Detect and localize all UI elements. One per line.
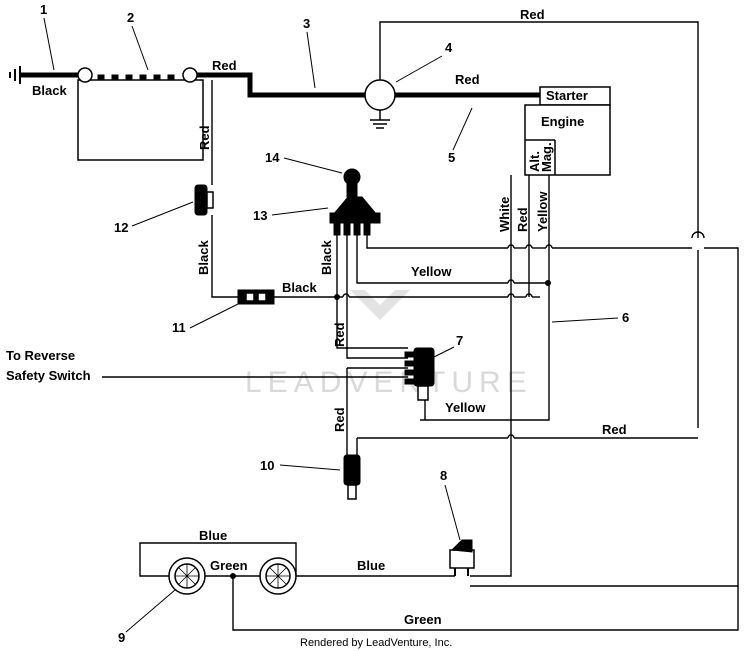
label-reverse-line1: To Reverse — [6, 348, 75, 363]
label-black-battery: Black — [32, 83, 67, 98]
credit-text: Rendered by LeadVenture, Inc. — [300, 637, 452, 649]
connector-12 — [194, 184, 214, 216]
wire-yellow-middle — [356, 235, 508, 284]
callout-1: 1 — [40, 2, 47, 17]
watermark: LEADVENTURE — [245, 290, 533, 399]
engine-block: Starter Engine Alt. Mag. — [524, 86, 611, 176]
callout-6: 6 — [622, 310, 629, 325]
callout-9: 9 — [118, 630, 125, 645]
callout-8: 8 — [440, 468, 447, 483]
wire-red-top — [379, 21, 699, 238]
battery — [77, 67, 204, 161]
wire-black-left — [211, 215, 238, 298]
mag-label: Mag. — [539, 142, 554, 172]
battery-positive-cable — [190, 72, 365, 98]
callout-4: 4 — [445, 40, 453, 55]
label-green-bottom: Green — [404, 612, 442, 627]
crossover-red-right — [691, 231, 705, 239]
label-black-ignition: Black — [319, 240, 334, 275]
callout-5: 5 — [448, 150, 455, 165]
callout-2: 2 — [127, 10, 134, 25]
wire-light-switch-feed — [470, 247, 739, 587]
label-red-solenoid: Red — [455, 72, 480, 87]
ignition-key — [343, 168, 361, 198]
label-white-alt: White — [497, 197, 512, 232]
wire-yellow-alt — [420, 175, 550, 421]
label-red-lower-left: Red — [332, 407, 347, 432]
label-yellow-alt: Yellow — [535, 191, 550, 232]
wire-white-to-switch — [470, 418, 512, 577]
ignition-switch — [329, 196, 381, 236]
wire-red-left — [336, 297, 408, 349]
label-yellow-lower: Yellow — [445, 400, 486, 415]
fuse-holder-11 — [237, 289, 275, 305]
label-blue-bottom: Blue — [357, 558, 385, 573]
label-red-battery: Red — [212, 58, 237, 73]
wire-red-ign-down — [346, 235, 408, 359]
wire-blue-top — [139, 542, 297, 577]
callout-14: 14 — [265, 150, 280, 165]
callout-13: 13 — [253, 208, 267, 223]
callouts: 1 2 3 4 5 6 7 8 9 10 11 12 13 14 — [40, 2, 629, 645]
alt-label: Alt. — [527, 151, 542, 172]
label-green-lights: Green — [210, 558, 248, 573]
callout-12: 12 — [114, 220, 128, 235]
callout-7: 7 — [456, 333, 463, 348]
engine-label: Engine — [541, 114, 584, 129]
headlight-right — [259, 557, 297, 595]
headlight-left — [168, 557, 206, 595]
starter-label: Starter — [546, 88, 588, 103]
connector-10 — [343, 454, 361, 500]
starter-solenoid — [364, 79, 396, 129]
watermark-text: LEADVENTURE — [245, 366, 533, 399]
label-red-left-mid: Red — [332, 322, 347, 347]
label-red-alt: Red — [515, 207, 530, 232]
callout-3: 3 — [303, 16, 310, 31]
label-red-vertical-battery: Red — [197, 125, 212, 150]
wire-green-bottom — [232, 576, 739, 631]
label-black-switch: Black — [282, 280, 317, 295]
relay-module-7 — [404, 347, 435, 401]
label-red-lower-right: Red — [602, 422, 627, 437]
label-blue-top: Blue — [199, 528, 227, 543]
ground-symbol-left — [9, 66, 21, 84]
label-red-top: Red — [520, 7, 545, 22]
callout-11: 11 — [172, 320, 186, 335]
label-black-left: Black — [196, 240, 211, 275]
wire-to-right-bus — [366, 235, 508, 249]
label-yellow-middle: Yellow — [411, 264, 452, 279]
light-switch-8 — [449, 539, 475, 576]
label-reverse-line2: Safety Switch — [6, 368, 91, 383]
callout-10: 10 — [260, 458, 274, 473]
